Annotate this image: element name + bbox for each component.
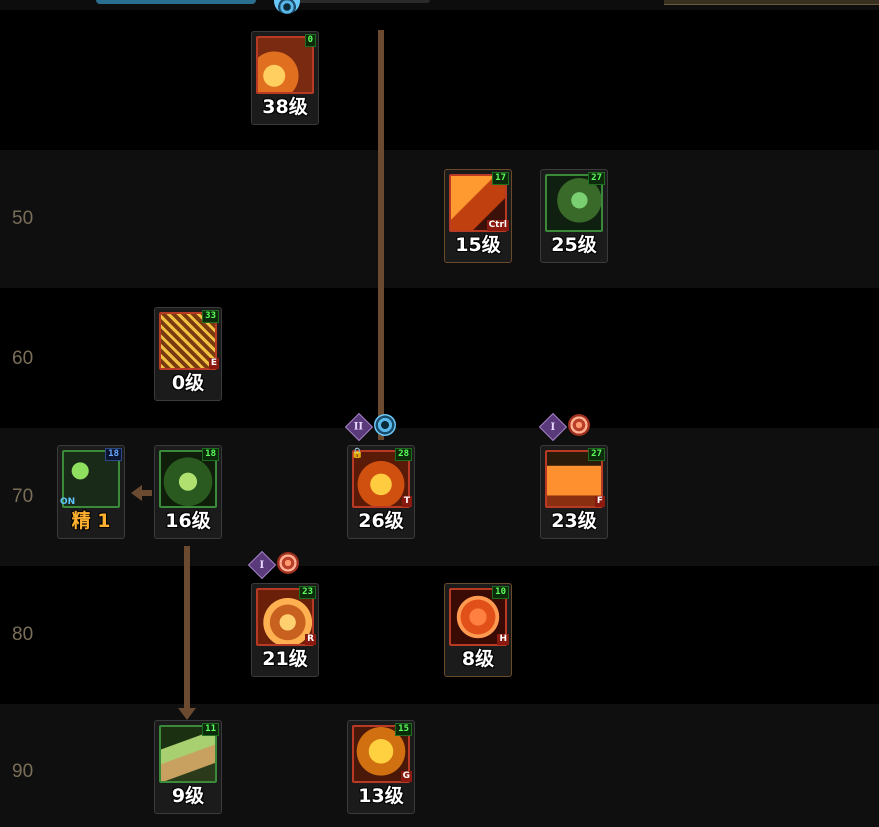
skill-level: 15级 xyxy=(455,234,501,256)
skill-level: 21级 xyxy=(262,648,308,670)
level-band-90: 90 xyxy=(0,704,879,827)
top-tab-active[interactable] xyxy=(96,0,256,4)
skill-badge: 23 xyxy=(299,586,316,599)
level-label: 60 xyxy=(12,348,34,369)
skill-level: 38级 xyxy=(262,96,308,118)
skill-level: 9级 xyxy=(171,785,205,807)
level-band-80: 80 xyxy=(0,566,879,704)
connector-stem xyxy=(142,490,152,496)
top-right-panel xyxy=(664,0,879,5)
skill-slot[interactable]: 27 25级 xyxy=(540,169,608,263)
skill-hotkey: Ctrl xyxy=(486,220,509,231)
skill-badge: 28 xyxy=(395,448,412,461)
level-label: 70 xyxy=(12,486,34,507)
level-label: 90 xyxy=(12,761,34,782)
rune-gear-icon xyxy=(374,414,396,436)
skill-badge: 33 xyxy=(202,310,219,323)
skill-slot[interactable]: 23 R 21级 xyxy=(251,583,319,677)
skill-badge: 15 xyxy=(395,723,412,736)
skill-hotkey: R xyxy=(305,634,316,645)
skill-badge: 11 xyxy=(202,723,219,736)
skill-badge: 27 xyxy=(588,172,605,185)
skill-slot[interactable]: 18 ON 精 1 xyxy=(57,445,125,539)
skill-level: 25级 xyxy=(551,234,597,256)
skill-badge: 17 xyxy=(492,172,509,185)
skill-runes: II xyxy=(344,412,396,442)
skill-hotkey: E xyxy=(208,358,219,369)
skill-hotkey: T xyxy=(401,496,412,507)
level-label: 50 xyxy=(12,208,34,229)
connector-arrow-down xyxy=(178,708,196,720)
skill-level: 8级 xyxy=(461,648,495,670)
lock-icon: 🔒 xyxy=(351,448,364,459)
connector-arrow-left xyxy=(131,485,142,501)
net-icon xyxy=(159,312,217,370)
skill-hotkey: F xyxy=(594,496,605,507)
connector-line xyxy=(378,30,384,440)
connector-line xyxy=(184,546,190,714)
top-tab[interactable] xyxy=(280,0,430,3)
skill-slot[interactable]: 17 Ctrl 15级 xyxy=(444,169,512,263)
rune-rank-icon: II xyxy=(344,412,374,442)
skill-level: 精 1 xyxy=(71,510,111,532)
skill-runes: I xyxy=(538,412,590,442)
skill-level: 23级 xyxy=(551,510,597,532)
skill-level: 16级 xyxy=(165,510,211,532)
skill-badge: 18 xyxy=(105,448,122,461)
rune-swirl-icon xyxy=(277,552,299,574)
skill-slot[interactable]: 10 H 8级 xyxy=(444,583,512,677)
skill-badge: 10 xyxy=(492,586,509,599)
rune-rank-icon: I xyxy=(538,412,568,442)
skill-hotkey: H xyxy=(497,634,509,645)
skill-level: 13级 xyxy=(358,785,404,807)
level-label: 80 xyxy=(12,624,34,645)
level-band-60: 60 xyxy=(0,288,879,428)
rune-gear-icon xyxy=(274,0,300,14)
flame-wave-icon xyxy=(256,36,314,94)
bug-icon xyxy=(159,450,217,508)
level-band-40 xyxy=(0,10,879,150)
skill-badge: 18 xyxy=(202,448,219,461)
skill-slot[interactable]: 15 G 13级 xyxy=(347,720,415,814)
skill-badge: 0 xyxy=(304,34,316,47)
skill-level: 26级 xyxy=(358,510,404,532)
skill-on-tag: ON xyxy=(60,497,76,507)
top-bar xyxy=(0,0,879,10)
rune-rank-icon: I xyxy=(247,550,277,580)
skill-slot[interactable]: 18 16级 xyxy=(154,445,222,539)
skill-slot[interactable]: 33 E 0级 xyxy=(154,307,222,401)
level-band-50: 50 xyxy=(0,150,879,288)
skill-slot[interactable]: 27 F 23级 xyxy=(540,445,608,539)
skill-badge: 27 xyxy=(588,448,605,461)
skill-slot[interactable]: 0 38级 xyxy=(251,31,319,125)
skill-hotkey: G xyxy=(400,771,412,782)
skill-level: 0级 xyxy=(171,372,205,394)
rune-swirl-icon xyxy=(568,414,590,436)
skill-runes: I xyxy=(247,550,299,580)
skill-slot[interactable]: 11 9级 xyxy=(154,720,222,814)
skill-slot[interactable]: 🔒 28 T 26级 xyxy=(347,445,415,539)
level-band-70: 70 xyxy=(0,428,879,566)
